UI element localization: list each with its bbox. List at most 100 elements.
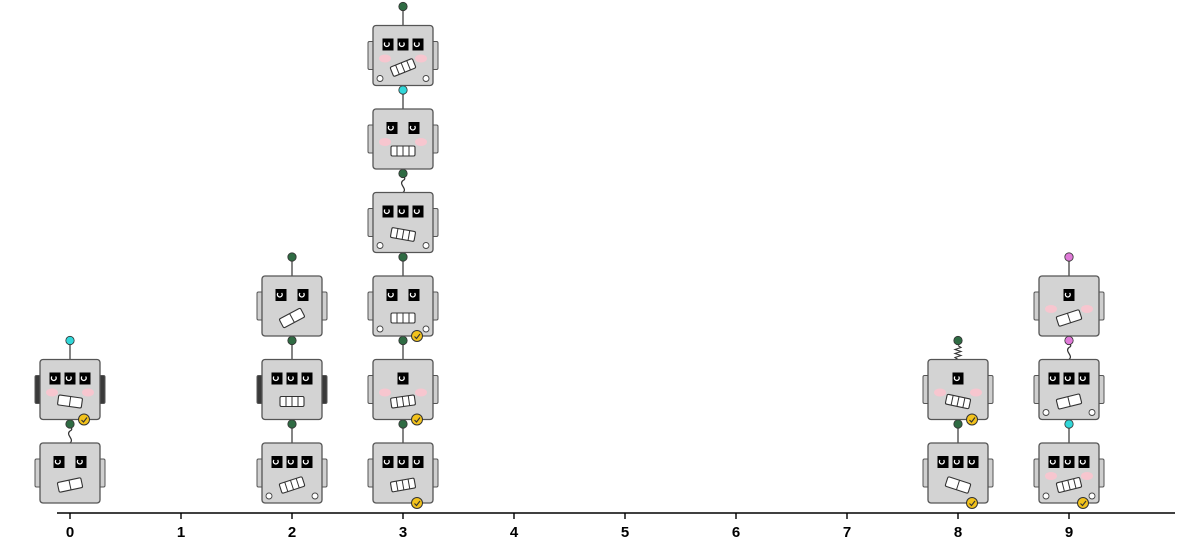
eye (397, 372, 409, 385)
eye-glint (398, 209, 405, 215)
mouth-grille-line (289, 480, 295, 490)
robot-mark (367, 335, 439, 426)
eye-glint (65, 376, 72, 382)
eye (382, 38, 394, 51)
eye (271, 372, 283, 385)
eye-glint (938, 459, 945, 465)
robot-head (927, 358, 989, 421)
check-mark-icon (81, 417, 88, 423)
mouth-grille-line (407, 230, 411, 241)
x-tick-label: 3 (399, 524, 407, 541)
eye (301, 456, 313, 468)
eye (382, 456, 394, 468)
eye-glint (383, 459, 390, 465)
antenna-bulb (1064, 419, 1074, 429)
robot-mark (922, 335, 994, 426)
eye-glint (383, 209, 390, 215)
eye-glint (409, 292, 416, 298)
cheek (1081, 305, 1093, 313)
eye (1063, 289, 1075, 301)
robot-marks (34, 1, 1105, 509)
eye (75, 456, 87, 468)
robot-mark (34, 335, 106, 426)
mouth (390, 312, 416, 324)
mouth (56, 477, 84, 493)
antenna-bulb (398, 419, 408, 429)
eye-glint (398, 459, 405, 465)
cheek (1081, 472, 1093, 480)
mouth-grille-line (956, 396, 960, 407)
eye-glint (272, 376, 279, 382)
bolt (1088, 409, 1096, 416)
cheek (46, 388, 58, 397)
eye (382, 205, 394, 218)
eye-glint (276, 292, 283, 298)
antenna-bulb (398, 335, 408, 346)
eye (397, 38, 409, 51)
check-badge-icon (411, 497, 423, 509)
check-mark-icon (414, 500, 421, 507)
eye (1048, 456, 1060, 468)
robot-head (927, 442, 989, 504)
mouth-grille-line (406, 60, 411, 71)
bolt (1042, 409, 1050, 416)
mouth (1055, 309, 1083, 327)
mouth-grille-line (295, 478, 300, 489)
mouth (390, 477, 416, 493)
eye-glint (54, 459, 61, 465)
antenna-stem (1066, 342, 1072, 360)
mouth-grille-line (1067, 480, 1071, 490)
cheek (82, 388, 94, 397)
eye (412, 38, 424, 51)
mouth (1055, 477, 1083, 493)
mouth-divider (68, 480, 72, 490)
robot-mark (256, 419, 328, 504)
mouth (390, 145, 416, 157)
x-tick-label: 4 (510, 524, 519, 541)
eye (952, 456, 964, 468)
antenna-stem (400, 175, 406, 193)
eye-glint (80, 376, 87, 382)
mouth-grille-line (962, 397, 966, 408)
mouth-grille-line (395, 228, 399, 239)
check-mark-icon (1080, 500, 1087, 507)
eye-glint (50, 376, 57, 382)
eye-glint (413, 459, 420, 465)
eye-glint (76, 459, 83, 465)
x-tick-label: 2 (288, 524, 296, 541)
eye-glint (413, 209, 420, 215)
robot-mark (367, 419, 439, 509)
mouth (944, 393, 972, 410)
eye-glint (1064, 459, 1071, 465)
mouth (57, 394, 83, 409)
check-badge-icon (966, 413, 978, 426)
cheek (379, 54, 391, 63)
mouth-grille-line (407, 478, 411, 489)
eye (297, 289, 309, 301)
eye (286, 372, 298, 385)
eye (412, 205, 424, 218)
eye (53, 456, 65, 468)
robot-mark (256, 252, 328, 337)
mouth-divider (68, 396, 72, 407)
robot-head (261, 358, 323, 421)
cheek (415, 54, 427, 63)
eye-glint (413, 42, 420, 48)
robot-mark (922, 419, 994, 509)
robot-mark (1033, 335, 1105, 421)
robot-head (1038, 275, 1100, 337)
bolt (376, 325, 384, 333)
cheek (415, 388, 427, 397)
antenna-bulb (1064, 252, 1074, 262)
eye (967, 456, 979, 468)
antenna-spring (953, 345, 963, 360)
eye-glint (302, 376, 309, 382)
check-badge-icon (411, 413, 423, 426)
bolt (422, 242, 430, 249)
mouth (279, 307, 305, 329)
robot-mark (1033, 252, 1105, 337)
eye (397, 456, 409, 468)
check-badge-icon (78, 413, 90, 426)
eye (1063, 456, 1075, 468)
mouth (389, 58, 417, 77)
